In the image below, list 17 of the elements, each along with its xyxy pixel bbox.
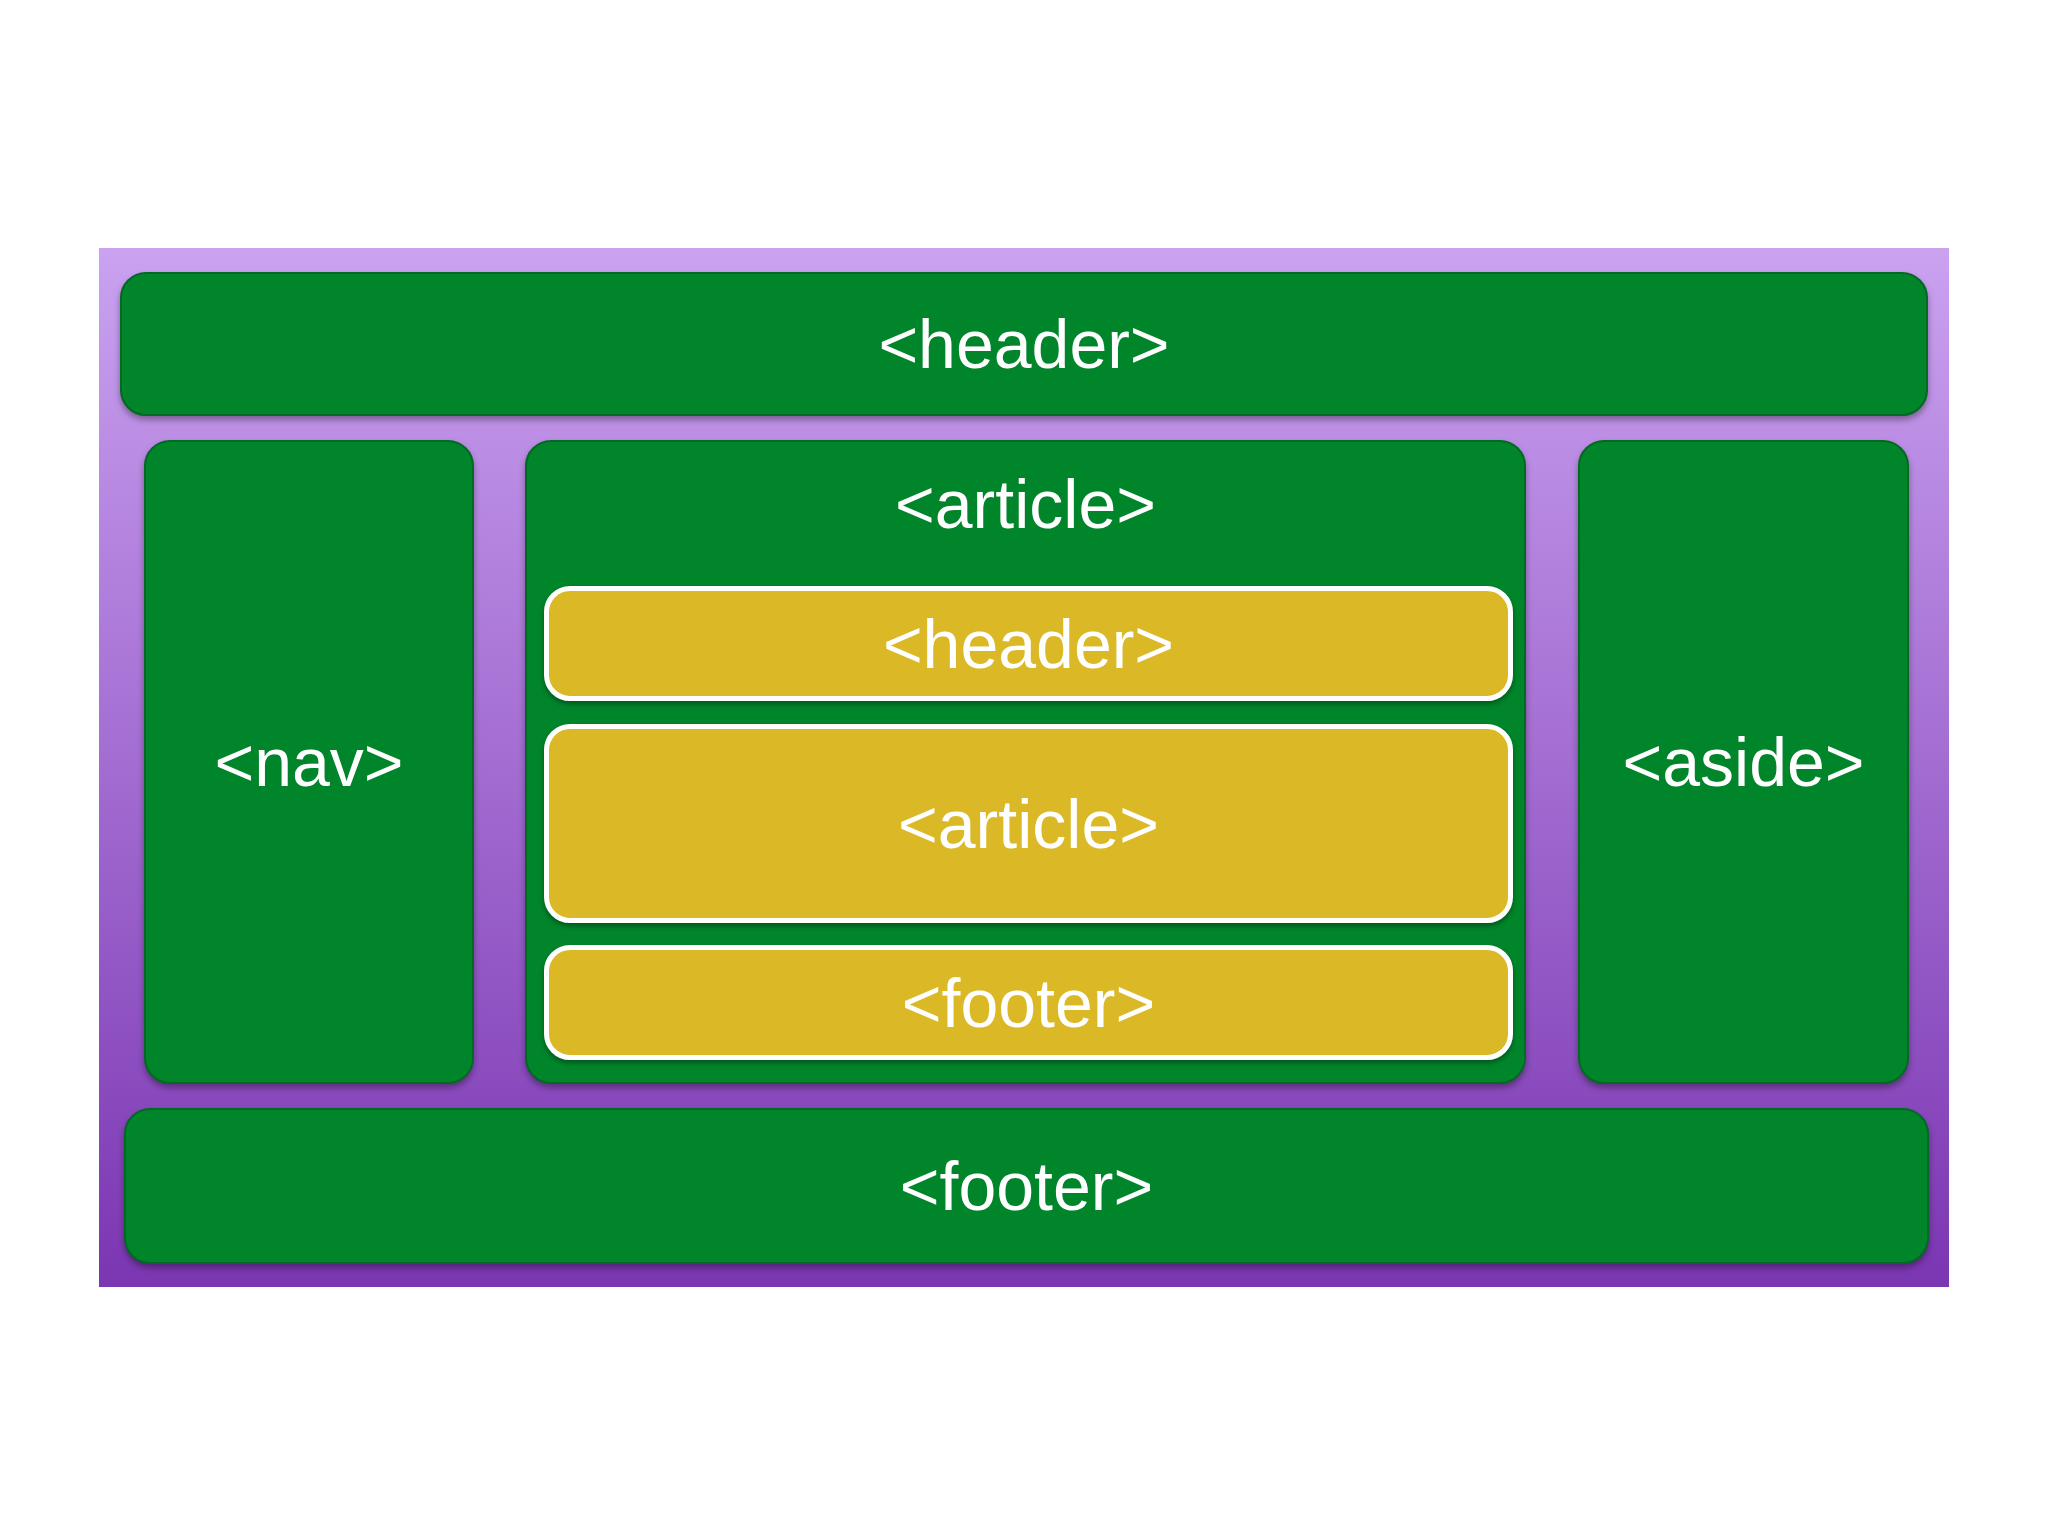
section-box xyxy=(124,1108,1929,1264)
tag-label: <aside> xyxy=(1622,728,1865,796)
section-box xyxy=(144,440,474,1084)
tag-label: <article> xyxy=(895,470,1156,538)
tag-label: <footer> xyxy=(901,968,1156,1037)
tag-label: <article> xyxy=(898,789,1159,858)
inner-section-box xyxy=(544,724,1513,923)
tag-label: <header> xyxy=(882,609,1175,678)
tag-label: <header> xyxy=(878,310,1170,378)
inner-section-box xyxy=(544,586,1513,701)
section-box xyxy=(1578,440,1909,1084)
tag-label: <footer> xyxy=(899,1152,1154,1220)
tag-label: <nav> xyxy=(214,728,404,796)
layout-panel xyxy=(99,248,1949,1287)
section-box xyxy=(525,440,1526,1084)
inner-section-box xyxy=(544,945,1513,1060)
section-box xyxy=(120,272,1928,416)
